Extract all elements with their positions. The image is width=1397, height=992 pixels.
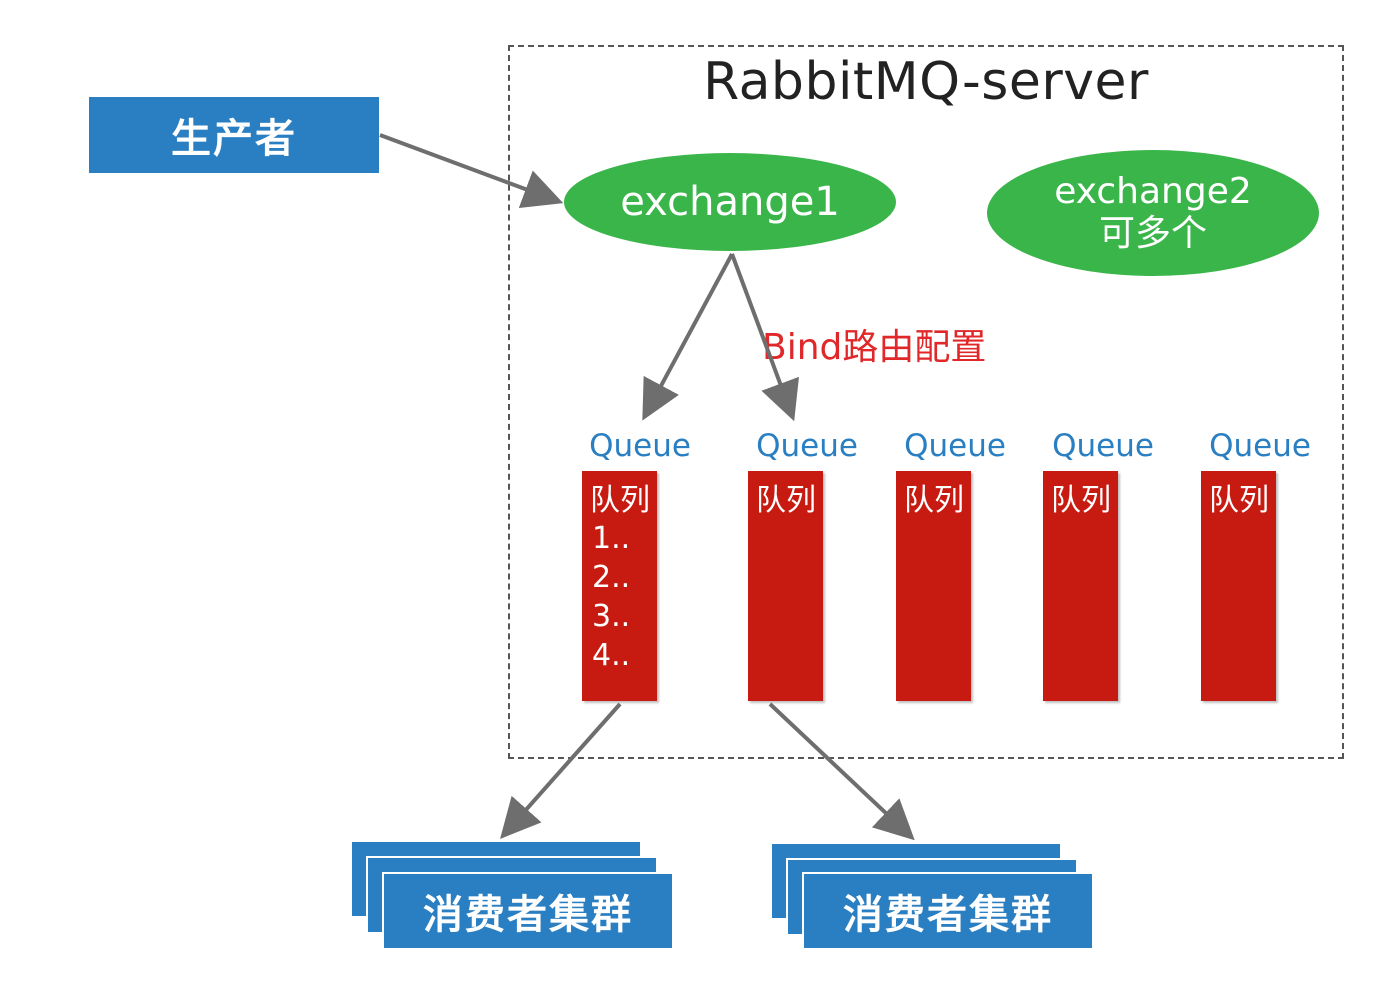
queue-bar: 队列: [896, 471, 971, 701]
exchange2-node: exchange2 可多个: [987, 150, 1319, 276]
queue-bar: 队列: [1043, 471, 1118, 701]
queue-bar-label: 队列: [904, 483, 964, 518]
queue-message-item: 2..: [592, 560, 631, 595]
queue-bar-label: 队列: [1051, 483, 1111, 518]
queue-message-list: 1.. 2.. 3.. 4..: [592, 519, 630, 675]
queue-title: Queue: [1209, 428, 1311, 464]
queue-message-item: 1..: [592, 521, 631, 556]
exchange2-sublabel: 可多个: [1098, 213, 1207, 254]
exchange1-label: exchange1: [620, 179, 840, 225]
exchange2-label: exchange2: [1054, 171, 1252, 212]
rabbitmq-server-boundary: [508, 45, 1344, 759]
queue-bar: 队列 1.. 2.. 3.. 4..: [582, 471, 657, 701]
queue-message-item: 3..: [592, 599, 631, 634]
queue-bar: 队列: [748, 471, 823, 701]
queue-title: Queue: [756, 428, 858, 464]
queue-title: Queue: [904, 428, 1006, 464]
queue-bar: 队列: [1201, 471, 1276, 701]
server-title: RabbitMQ-server: [703, 52, 1149, 112]
consumer-group-2: 消费者集群: [802, 872, 1094, 950]
queue-message-item: 4..: [592, 638, 631, 673]
queue-title: Queue: [1052, 428, 1154, 464]
exchange1-node: exchange1: [564, 153, 896, 251]
bind-routing-label: Bind路由配置: [762, 327, 987, 368]
consumer-group-1: 消费者集群: [382, 872, 674, 950]
producer-box: 生产者: [89, 97, 379, 173]
queue-bar-label: 队列: [1209, 483, 1269, 518]
queue-bar-label: 队列: [590, 483, 650, 518]
queue-title: Queue: [589, 428, 691, 464]
queue-bar-label: 队列: [756, 483, 816, 518]
